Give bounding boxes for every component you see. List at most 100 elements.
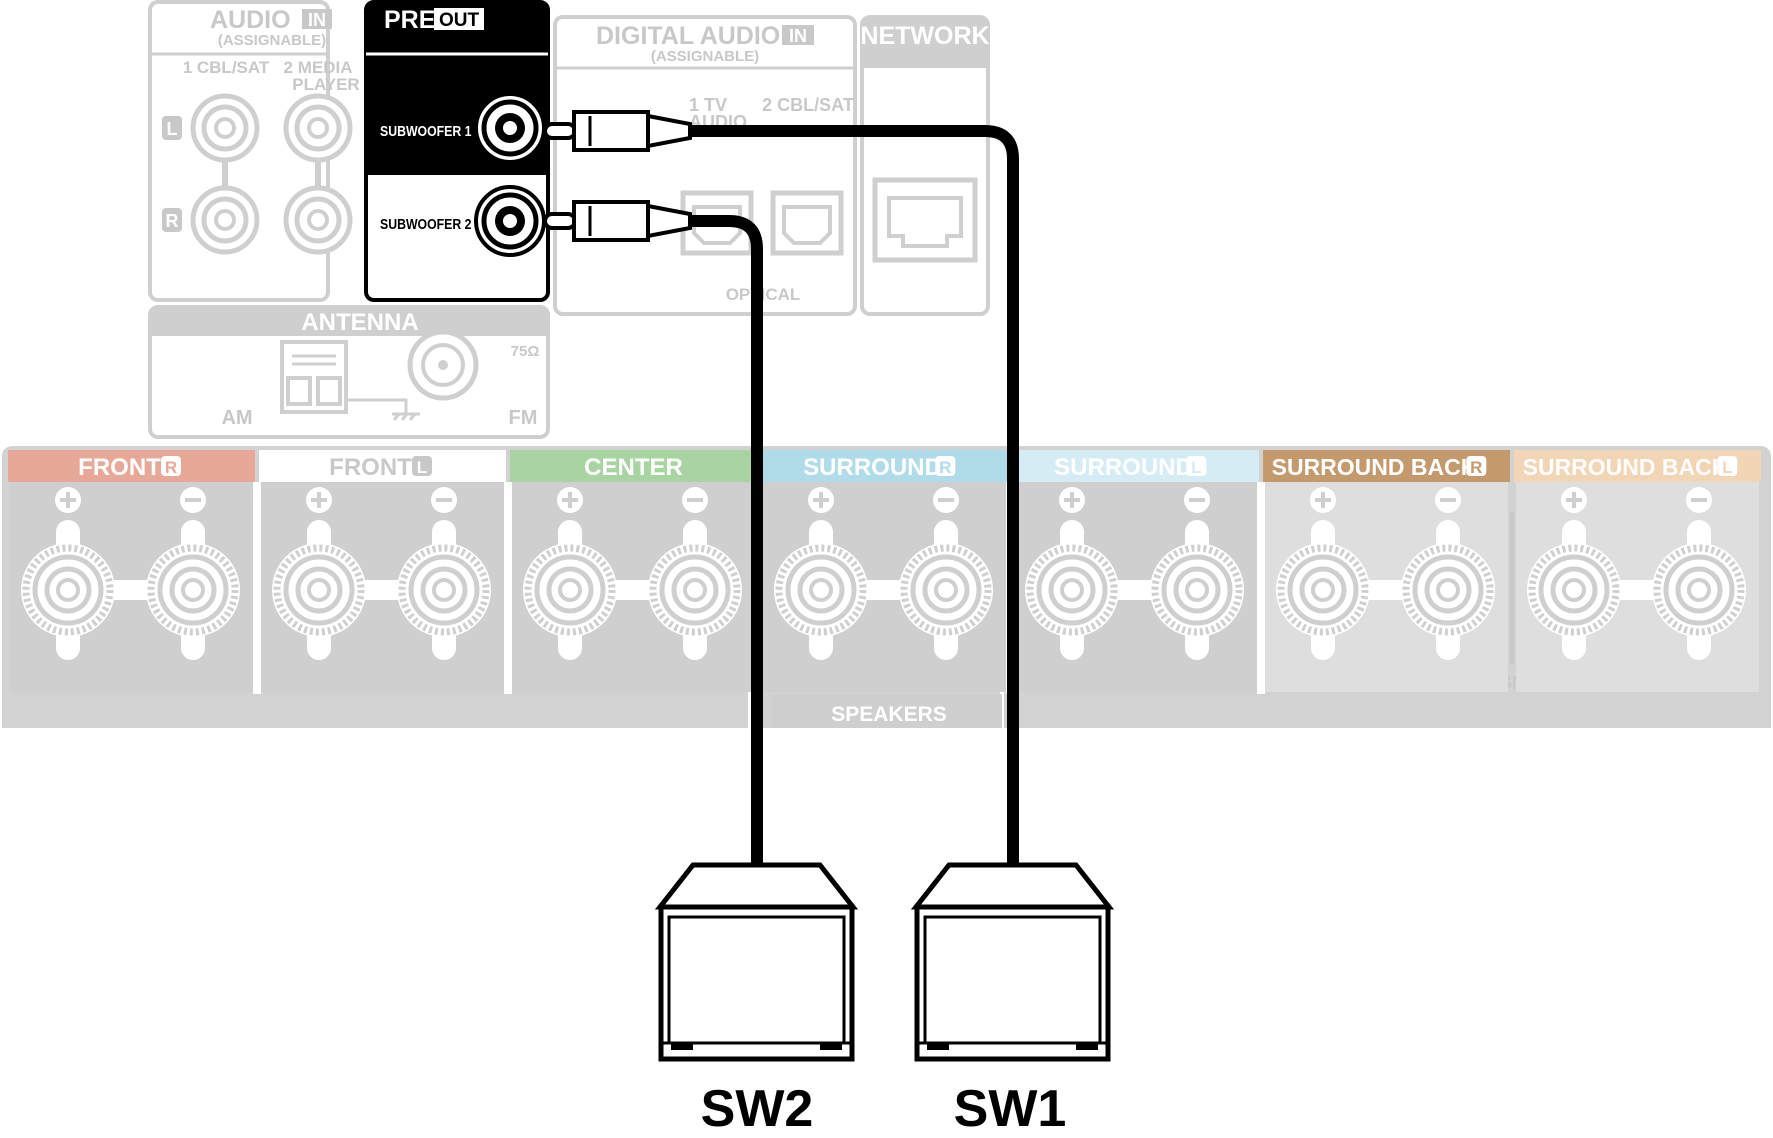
sw2-label: SW2 bbox=[701, 1080, 814, 1138]
audio-in-media-l-jack[interactable] bbox=[283, 93, 353, 163]
audio-in-input-2-line1: 2 MEDIA bbox=[284, 58, 353, 77]
ethernet-port[interactable] bbox=[872, 177, 978, 263]
speaker-terminal-plus[interactable] bbox=[1025, 520, 1119, 660]
pre-out-title: PRE bbox=[384, 6, 435, 34]
speaker-channel-side-badge bbox=[1717, 456, 1738, 476]
speaker-channel-header bbox=[1012, 450, 1259, 482]
speaker-terminal-minus[interactable] bbox=[1652, 520, 1746, 660]
antenna-panel: ANTENNA AM 75Ω FM bbox=[148, 305, 550, 439]
speaker-terminal-plus[interactable] bbox=[1276, 520, 1370, 660]
pre-out-panel: PRE OUT SUBWOOFER 1 SUBWOOFER 2 bbox=[364, 0, 550, 302]
speaker-terminal-plus[interactable] bbox=[272, 520, 366, 660]
am-label: AM bbox=[221, 407, 252, 429]
speaker-channel-label: FRONT bbox=[78, 454, 161, 481]
speaker-terminal-minus[interactable] bbox=[1401, 520, 1495, 660]
fm-impedance-label: 75Ω bbox=[511, 343, 540, 360]
speaker-channel-side-text: L bbox=[1191, 458, 1201, 477]
speaker-channel-side-badge bbox=[412, 456, 432, 476]
subwoofer-1-plug bbox=[543, 110, 692, 152]
speaker-terminal-plus[interactable] bbox=[1527, 520, 1621, 660]
minus-icon bbox=[431, 487, 457, 513]
plus-icon bbox=[55, 487, 81, 513]
audio-in-cblsat-r-jack[interactable] bbox=[190, 185, 260, 255]
plus-icon bbox=[808, 487, 834, 513]
subwoofer-1-jack[interactable] bbox=[474, 92, 546, 164]
speaker-channel-side-text: R bbox=[1470, 458, 1482, 477]
speaker-channel-header bbox=[761, 450, 1008, 482]
audio-in-subtitle: (ASSIGNABLE) bbox=[218, 32, 326, 49]
channel-separator bbox=[253, 482, 261, 694]
pre-out-badge: OUT bbox=[439, 10, 480, 31]
assignable-divider bbox=[1510, 512, 1514, 664]
audio-in-input-1: 1 CBL/SAT bbox=[183, 58, 270, 77]
plus-icon bbox=[1310, 487, 1336, 513]
speaker-channel-1: FRONT L bbox=[259, 450, 506, 692]
speaker-terminal-minus[interactable] bbox=[397, 520, 491, 660]
minus-icon bbox=[682, 487, 708, 513]
digital-audio-in-panel: DIGITAL AUDIO IN (ASSIGNABLE) 1 TV AUDIO… bbox=[553, 15, 857, 316]
speaker-channel-label: SURROUND BACK bbox=[1523, 454, 1729, 480]
subwoofer-sw2 bbox=[654, 862, 859, 1062]
network-title: NETWORK bbox=[860, 22, 989, 50]
minus-icon bbox=[933, 487, 959, 513]
speaker-terminal-plus[interactable] bbox=[523, 520, 617, 660]
digital-audio-in-title: DIGITAL AUDIO bbox=[596, 22, 780, 50]
speaker-terminal-plus[interactable] bbox=[774, 520, 868, 660]
audio-in-cblsat-l-jack[interactable] bbox=[190, 93, 260, 163]
speaker-channel-side-badge bbox=[1186, 456, 1207, 476]
audio-in-media-r-jack[interactable] bbox=[283, 185, 353, 255]
speaker-channel-header bbox=[8, 450, 255, 482]
subwoofer-2-jack[interactable] bbox=[474, 185, 546, 257]
channel-separator bbox=[504, 482, 512, 694]
plus-icon bbox=[1561, 487, 1587, 513]
speaker-channel-side-text: L bbox=[417, 458, 427, 477]
speaker-channel-2: CENTER bbox=[510, 450, 757, 692]
subwoofer-2-cable bbox=[690, 215, 763, 865]
speaker-channel-label: FRONT bbox=[329, 454, 412, 481]
speaker-terminal-minus[interactable] bbox=[1150, 520, 1244, 660]
speaker-channel-header bbox=[259, 450, 506, 482]
speaker-channel-side-text: R bbox=[165, 458, 177, 477]
speaker-channel-header bbox=[510, 450, 757, 482]
am-antenna-terminal[interactable] bbox=[280, 340, 348, 414]
speaker-channel-side-text: R bbox=[939, 458, 951, 477]
network-panel: NETWORK bbox=[860, 15, 990, 316]
minus-icon bbox=[180, 487, 206, 513]
plus-icon bbox=[306, 487, 332, 513]
audio-in-title: AUDIO bbox=[210, 6, 291, 34]
audio-in-right-tag: R bbox=[166, 211, 179, 231]
speaker-terminal-minus[interactable] bbox=[899, 520, 993, 660]
minus-icon bbox=[1435, 487, 1461, 513]
digital-audio-in-badge: IN bbox=[789, 26, 807, 46]
speaker-terminal-minus[interactable] bbox=[146, 520, 240, 660]
sw1-label: SW1 bbox=[954, 1080, 1067, 1138]
speaker-terminal-minus[interactable] bbox=[648, 520, 742, 660]
speaker-terminal-plus[interactable] bbox=[21, 520, 115, 660]
audio-in-left-tag: L bbox=[167, 119, 178, 139]
digital-audio-input-1-line1: 1 TV bbox=[689, 95, 727, 115]
fm-antenna-jack[interactable] bbox=[407, 329, 479, 401]
subwoofer-sw1 bbox=[910, 862, 1115, 1062]
speaker-channel-label: CENTER bbox=[584, 454, 683, 481]
speaker-channel-label: SURROUND BACK bbox=[1272, 454, 1478, 480]
speaker-channel-side-badge bbox=[161, 456, 181, 476]
fm-label: FM bbox=[509, 407, 538, 429]
optical-cblsat-port[interactable] bbox=[770, 190, 844, 256]
subwoofer-1-label: SUBWOOFER 1 bbox=[380, 123, 472, 139]
channel-separator bbox=[1257, 482, 1265, 694]
plus-icon bbox=[1059, 487, 1085, 513]
audio-in-input-2-line2: PLAYER bbox=[292, 75, 359, 94]
subwoofer-1-cable bbox=[690, 125, 1019, 865]
speaker-channel-label: SURROUND bbox=[1054, 454, 1193, 481]
antenna-title: ANTENNA bbox=[301, 309, 418, 336]
speaker-channel-label: SURROUND bbox=[803, 454, 942, 481]
speaker-channel-side-text: L bbox=[1722, 458, 1732, 477]
